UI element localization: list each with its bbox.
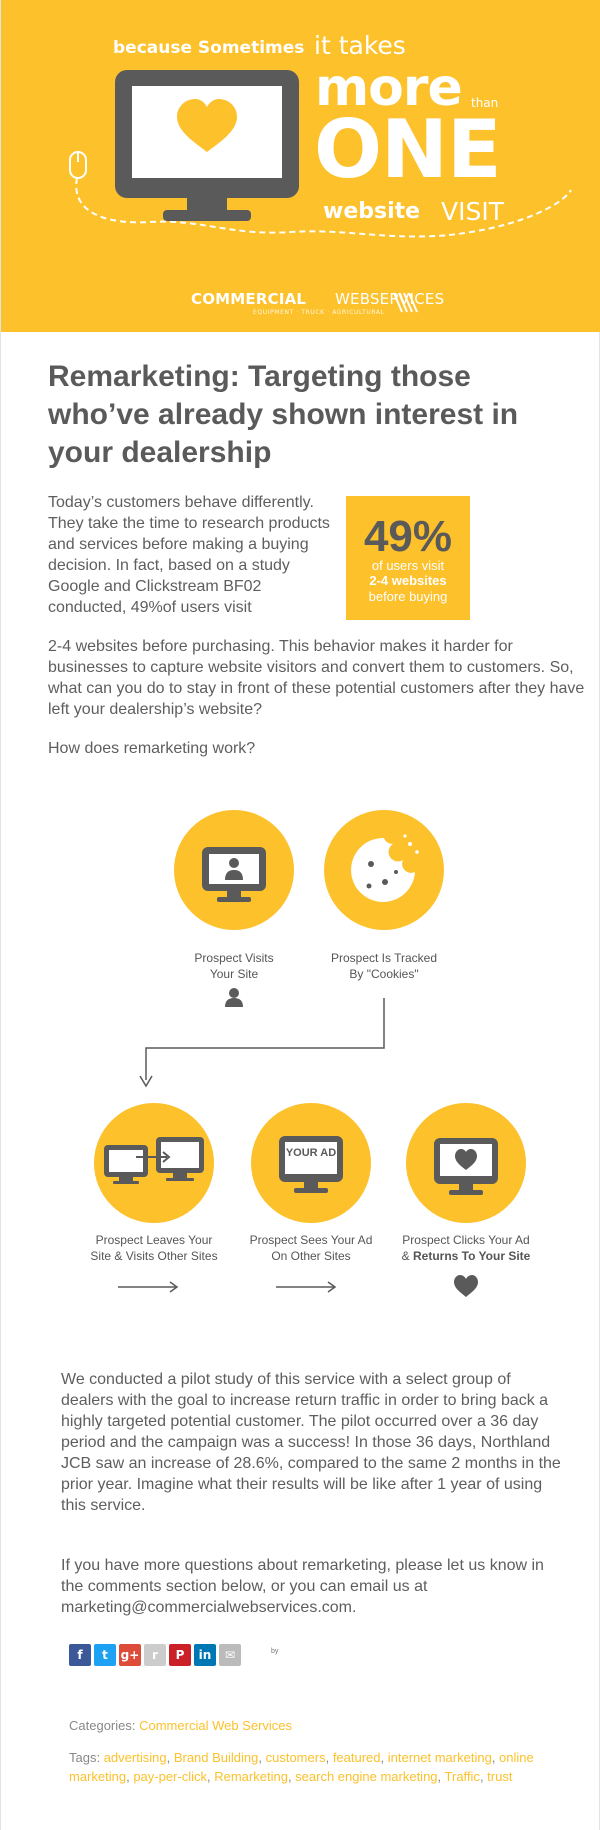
step1-label: Prospect Visits Your Site <box>194 951 274 981</box>
logo-tagline: EQUIPMENT · TRUCK · AGRICULTURAL <box>253 309 385 316</box>
mouse-cable <box>75 177 572 238</box>
diagram-graphics <box>94 810 526 1297</box>
user-icon <box>229 858 239 868</box>
heart-icon <box>454 1275 478 1297</box>
step5-circle <box>406 1103 526 1223</box>
tag-link[interactable]: advertising <box>103 1750 167 1765</box>
flow-connector <box>145 998 385 1080</box>
banner-illustration <box>69 70 572 313</box>
tag-link[interactable]: Brand Building <box>173 1750 259 1765</box>
tag-link[interactable]: pay-per-click <box>133 1769 207 1784</box>
step3-circle <box>94 1103 214 1223</box>
contact-paragraph: If you have more questions about remarke… <box>61 1557 544 1616</box>
intro-paragraph-part2: 2-4 websites before purchasing. This beh… <box>48 638 585 718</box>
share-by-text: by <box>271 1648 279 1655</box>
step2-circle <box>324 810 444 930</box>
tag-link[interactable]: customers <box>265 1750 326 1765</box>
arrow-right-icon <box>118 1281 179 1293</box>
arrow-right-icon <box>276 1281 337 1293</box>
email-icon[interactable]: ✉ <box>219 1644 241 1666</box>
pinterest-icon[interactable]: P <box>169 1644 191 1666</box>
step4-circle <box>251 1103 371 1223</box>
logo-webservices: WEBSERVICES <box>335 290 445 308</box>
banner-more-text: more <box>315 58 463 118</box>
banner-visit-text: VISIT <box>441 197 504 226</box>
person-icon <box>225 988 243 1007</box>
remarketing-diagram: YOUR AD Prospect Visits Your Site Prospe… <box>1 800 600 1310</box>
tags-list: advertising, Brand Building, customers, … <box>69 1750 534 1784</box>
categories-list: Commercial Web Services <box>139 1718 292 1733</box>
header-banner: because Sometimes it takes more than ONE… <box>1 0 600 332</box>
tag-link[interactable]: trust <box>487 1769 513 1784</box>
logo-mark <box>393 292 418 313</box>
facebook-icon[interactable]: f <box>69 1644 91 1666</box>
intro-paragraph-part1: Today’s customers behave differently. Th… <box>48 494 330 616</box>
stat-line3: before buying <box>368 589 448 604</box>
stat-line2: 2-4 websites <box>369 573 447 588</box>
linkedin-icon[interactable]: in <box>194 1644 216 1666</box>
step1-circle <box>174 810 294 930</box>
google-plus-icon[interactable]: g+ <box>119 1644 141 1666</box>
banner-one-text: ONE <box>314 103 502 196</box>
tag-link[interactable]: online marketing <box>69 1750 534 1784</box>
twitter-icon[interactable]: t <box>94 1644 116 1666</box>
stat-line1: of users visit <box>371 558 445 573</box>
tags-label: Tags: <box>69 1750 101 1765</box>
heart-icon <box>177 99 237 152</box>
tags-line: Tags: advertising, Brand Building, custo… <box>69 1748 559 1786</box>
category-link[interactable]: Commercial Web Services <box>139 1718 293 1733</box>
heart-icon <box>455 1149 477 1170</box>
step5-label: Prospect Clicks Your Ad & Returns To You… <box>401 1233 531 1263</box>
reddit-icon[interactable]: r <box>144 1644 166 1666</box>
tag-link[interactable]: Remarketing <box>214 1769 288 1784</box>
banner-than-text: than <box>471 96 499 110</box>
tag-link[interactable]: Traffic <box>444 1769 480 1784</box>
categories-line: Categories: Commercial Web Services <box>69 1718 292 1733</box>
stat-callout: 49% of users visit 2-4 websites before b… <box>346 496 470 620</box>
tag-link[interactable]: internet marketing <box>387 1750 492 1765</box>
logo-commercial: COMMERCIAL <box>191 290 307 308</box>
tag-link[interactable]: featured <box>332 1750 381 1765</box>
step2-label: Prospect Is Tracked By "Cookies" <box>330 951 438 981</box>
categories-label: Categories: <box>69 1718 136 1733</box>
section-question: How does remarketing work? <box>48 740 256 757</box>
article-title: Remarketing: Targeting those who’ve alre… <box>48 360 519 469</box>
stat-number: 49% <box>363 512 453 561</box>
pilot-paragraph: We conducted a pilot study of this servi… <box>61 1371 561 1514</box>
step4-label: Prospect Sees Your Ad On Other Sites <box>249 1233 373 1263</box>
banner-website-text: website <box>323 199 421 224</box>
banner-because-text: because Sometimes <box>113 38 305 58</box>
step3-label: Prospect Leaves Your Site & Visits Other… <box>90 1233 218 1263</box>
banner-it-takes-text: it takes <box>314 31 406 60</box>
your-ad-label: YOUR AD <box>285 1147 337 1159</box>
tag-link[interactable]: search engine marketing <box>295 1769 438 1784</box>
